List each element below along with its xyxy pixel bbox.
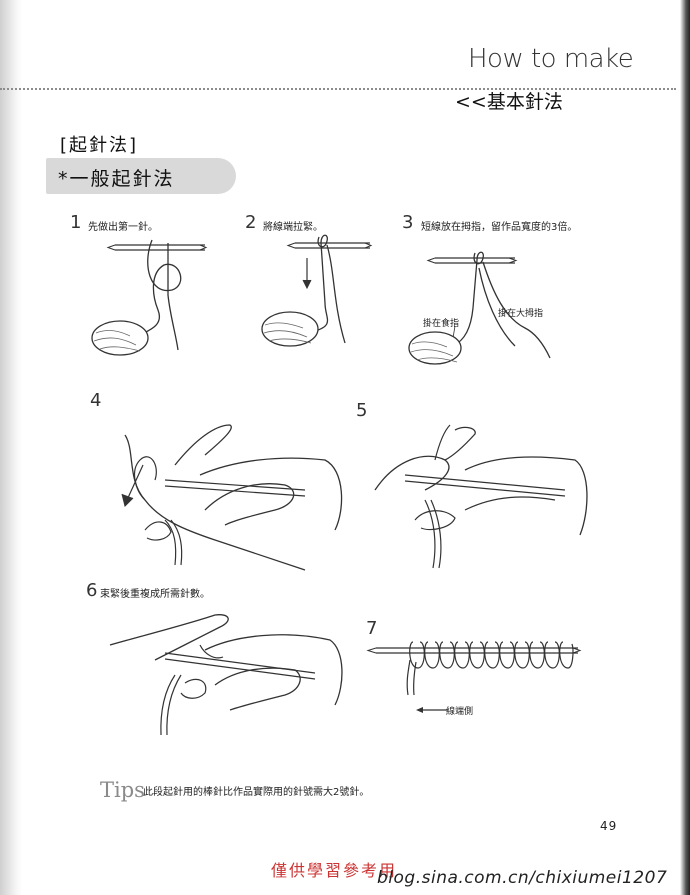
step-number-3: 3 — [402, 212, 414, 233]
watermark-notice: 僅供學習參考用 — [271, 861, 398, 880]
step-number-2: 2 — [245, 212, 257, 233]
label-index-finger: 掛在食指 — [423, 319, 460, 329]
label-thumb: 掛在大拇指 — [498, 309, 544, 319]
page-edge-shadow — [0, 0, 22, 895]
step-5-illustration — [374, 424, 588, 569]
step-number-7: 7 — [366, 618, 378, 639]
step-text-6: 束緊後重複成所需針數。 — [100, 589, 210, 600]
step-3-illustration — [408, 251, 551, 365]
header-divider — [0, 88, 676, 90]
arrow-left-icon — [416, 707, 447, 713]
step-number-5: 5 — [356, 400, 368, 421]
section-banner-text: *一般起針法 — [58, 168, 175, 190]
header-title: How to make — [468, 44, 634, 74]
step-4-illustration — [121, 424, 343, 571]
header-subtitle: <<基本針法 — [455, 91, 563, 113]
step-text-1: 先做出第一針。 — [88, 222, 158, 233]
section-banner: *一般起針法 — [46, 158, 236, 194]
step-text-3: 短線放在拇指，留作品寬度的3倍。 — [421, 222, 578, 233]
step-1-illustration — [91, 239, 208, 356]
page-number: 49 — [600, 819, 618, 833]
tips-label: Tips — [100, 778, 145, 802]
step-number-1: 1 — [70, 212, 82, 233]
step-6-illustration — [109, 614, 343, 736]
tips-text: 此段起針用的棒針比作品實際用的針號需大2號針。 — [143, 787, 370, 798]
step-text-2: 將線端拉緊。 — [263, 222, 323, 233]
section-label: [起針法] — [60, 135, 139, 156]
page-gutter — [680, 0, 690, 895]
watermark-blog: blog.sina.com.cn/chixiumei1207 — [377, 868, 668, 888]
step-2-illustration — [261, 234, 373, 347]
step-number-4: 4 — [90, 390, 102, 411]
step-7-illustration — [366, 641, 582, 696]
label-yarn-end-side: 線端側 — [446, 707, 474, 717]
step-number-6: 6 — [86, 580, 98, 601]
